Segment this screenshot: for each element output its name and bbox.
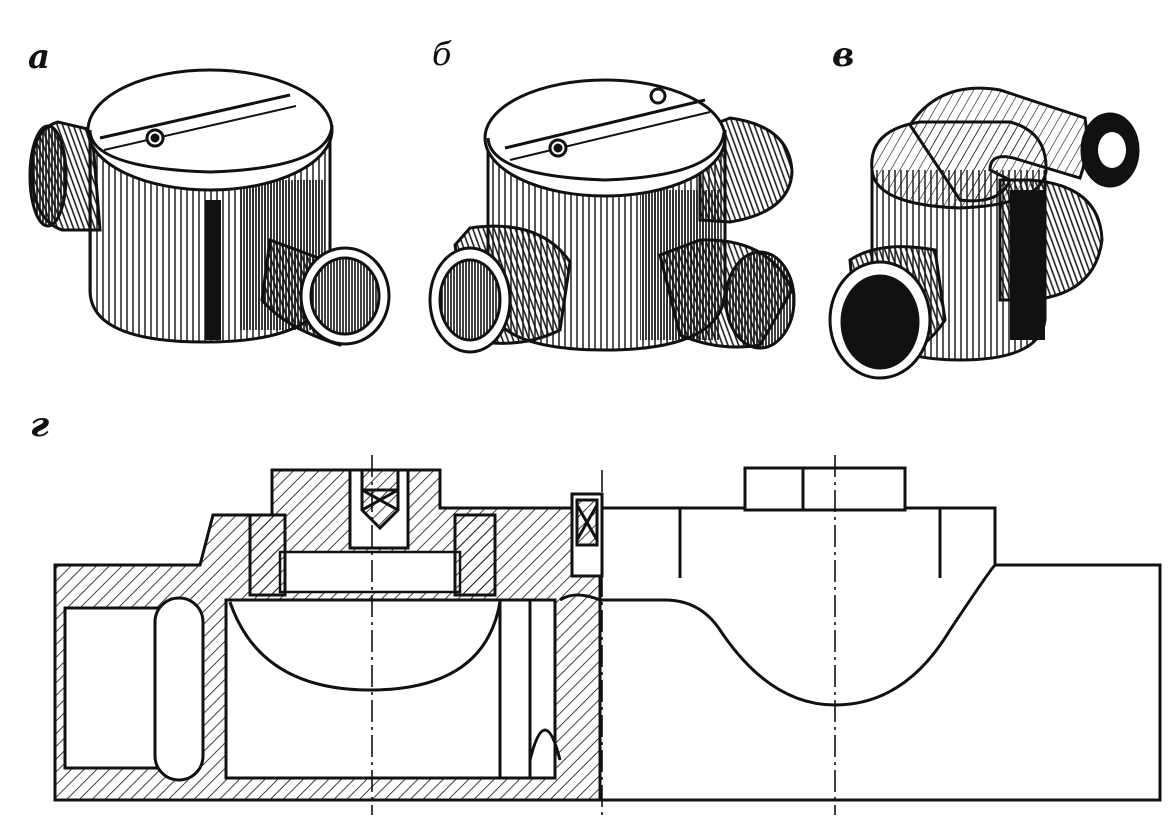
figure-a-junction-box [28, 68, 391, 347]
figure-b-junction-box [428, 78, 796, 354]
figure-label-v: в [832, 35, 855, 75]
figure-v-elbow-box [828, 86, 1140, 380]
figure-label-b: б [432, 35, 452, 73]
figure-g-section-view [53, 455, 1162, 815]
figure-label-a: а [28, 37, 51, 77]
figure-label-g: г [30, 405, 50, 445]
